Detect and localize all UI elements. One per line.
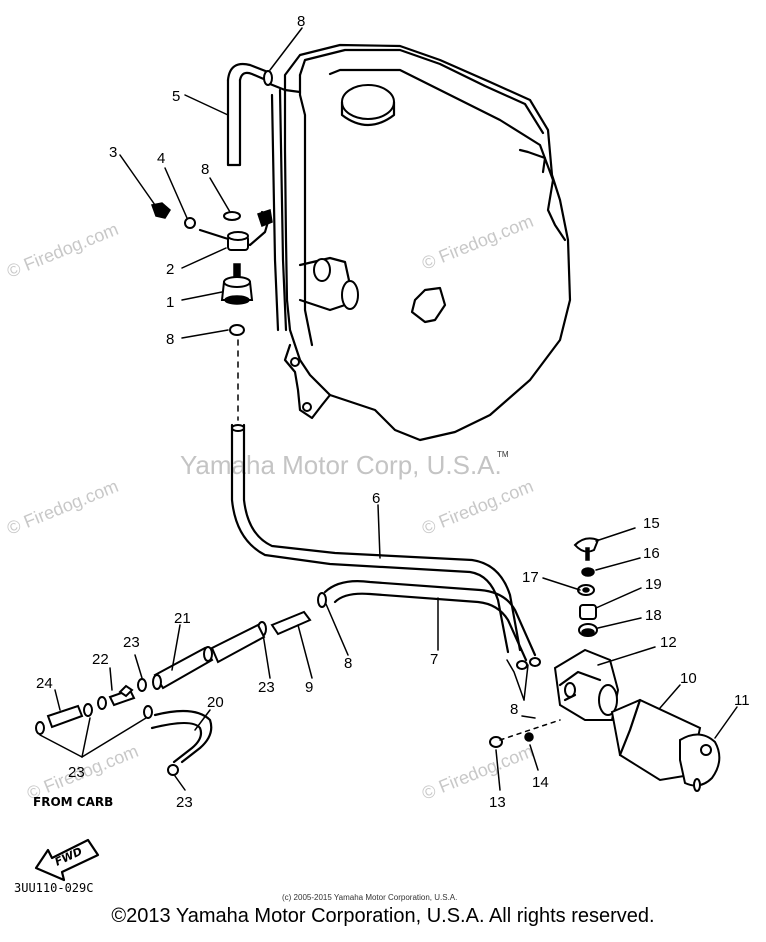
watermark-firedog-lowright: © Firedog.com bbox=[419, 741, 536, 804]
watermark-tm: TM bbox=[497, 450, 509, 459]
callout-10: 10 bbox=[680, 670, 697, 687]
joint-22 bbox=[97, 678, 147, 710]
callout-9: 9 bbox=[305, 679, 313, 696]
callout-23-b: 23 bbox=[258, 679, 275, 696]
watermark-firedog-right: © Firedog.com bbox=[419, 211, 536, 274]
watermark-yamaha: Yamaha Motor Corp, U.S.A. bbox=[180, 450, 502, 480]
fuel-hose-secondary bbox=[317, 580, 541, 670]
callout-8-hose: 8 bbox=[344, 655, 352, 672]
callout-17: 17 bbox=[522, 569, 539, 586]
bolt-washer bbox=[489, 719, 561, 748]
callout-14: 14 bbox=[532, 774, 549, 791]
vent-hose bbox=[226, 62, 302, 167]
fuel-fitting bbox=[257, 610, 312, 637]
callout-7: 7 bbox=[430, 651, 438, 668]
from-carb-label: FROM CARB bbox=[33, 795, 113, 809]
callout-13: 13 bbox=[489, 794, 506, 811]
callout-4: 4 bbox=[157, 150, 165, 167]
petcock-assembly bbox=[150, 202, 273, 336]
callout-23-a: 23 bbox=[123, 634, 140, 651]
callout-24: 24 bbox=[36, 675, 53, 692]
callouts: 8 5 3 4 8 2 1 8 6 15 16 17 19 18 21 12 7… bbox=[36, 13, 750, 811]
callout-8-low: 8 bbox=[166, 331, 174, 348]
fwd-arrow: FWD bbox=[34, 838, 100, 882]
callout-5: 5 bbox=[172, 88, 180, 105]
callout-18: 18 bbox=[645, 607, 662, 624]
filter-cap bbox=[679, 733, 721, 792]
callout-2: 2 bbox=[166, 261, 174, 278]
callout-22: 22 bbox=[92, 651, 109, 668]
diagram-code: 3UU110-029C bbox=[14, 881, 93, 895]
callout-6: 6 bbox=[372, 490, 380, 507]
footer-copyright: ©2013 Yamaha Motor Corporation, U.S.A. A… bbox=[111, 905, 655, 927]
callout-20: 20 bbox=[207, 694, 224, 711]
watermark-firedog-midright: © Firedog.com bbox=[419, 476, 536, 539]
hose-24 bbox=[35, 703, 93, 735]
hose-21 bbox=[152, 623, 266, 690]
callout-3: 3 bbox=[109, 144, 117, 161]
hose-20 bbox=[143, 705, 213, 776]
screw-stack bbox=[573, 537, 600, 637]
callout-23-d: 23 bbox=[176, 794, 193, 811]
fuel-tank bbox=[270, 43, 572, 442]
callout-21: 21 bbox=[174, 610, 191, 627]
callout-19: 19 bbox=[645, 576, 662, 593]
callout-8-top: 8 bbox=[297, 13, 305, 30]
watermarks: © Firedog.com © Firedog.com © Firedog.co… bbox=[4, 211, 536, 804]
fuel-hose-main bbox=[230, 339, 522, 654]
small-copyright: (c) 2005-2015 Yamaha Motor Corporation, … bbox=[282, 893, 457, 902]
watermark-firedog-midleft: © Firedog.com bbox=[4, 476, 121, 539]
callout-16: 16 bbox=[643, 545, 660, 562]
callout-8-pump: 8 bbox=[510, 701, 518, 718]
callout-23-c: 23 bbox=[68, 764, 85, 781]
callout-11: 11 bbox=[734, 692, 750, 709]
fuel-pump bbox=[553, 648, 620, 721]
leader-lines bbox=[39, 27, 738, 791]
fwd-label: FWD bbox=[53, 845, 85, 869]
callout-8-mid: 8 bbox=[201, 161, 209, 178]
watermark-firedog-left: © Firedog.com bbox=[4, 219, 121, 282]
callout-15: 15 bbox=[643, 515, 660, 532]
callout-12: 12 bbox=[660, 634, 677, 651]
callout-1: 1 bbox=[166, 294, 174, 311]
